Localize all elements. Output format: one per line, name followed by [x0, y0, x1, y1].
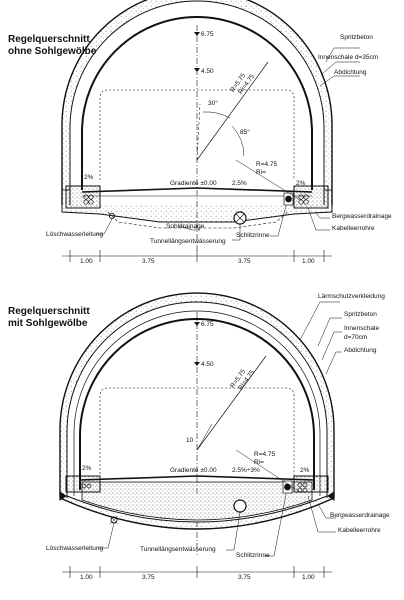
bottom-dim-1: 1.00 [80, 574, 93, 581]
bottom-label-slope-right: 2.5%÷3% [232, 467, 260, 474]
top-label-bergwasser: Bergwasserdrainage [332, 213, 392, 220]
top-leader-spritzbeton [325, 47, 360, 63]
top-dim-1: 1.00 [80, 258, 93, 265]
top-label-slope-right: 2.5% [232, 180, 247, 187]
bottom-label-slope-right-small: 2% [300, 467, 310, 474]
top-leader-innenschale [321, 61, 360, 75]
bottom-label-radius-small: R=4.75 [254, 451, 276, 458]
top-dim-4: 1.00 [302, 258, 315, 265]
bottom-road-surface [79, 475, 315, 481]
top-label-kabelleerrohre: Kabelleerrohre [332, 225, 375, 232]
bottom-label-tunnellaengs: Tunnellängsentwässerung [140, 546, 216, 553]
bottom-walkway-right [293, 475, 329, 493]
bottom-leader-laermschutz [299, 301, 340, 341]
top-clearance-profile [99, 89, 295, 180]
bottom-clearance-profile [99, 387, 295, 478]
top-label-loeschwasser: Löschwasserleitung [46, 231, 104, 238]
top-cable-ducts-left [83, 194, 94, 205]
bottom-label-radius-small2: Ri= [254, 459, 264, 466]
top-title-line2: ohne Sohlgewölbe [8, 46, 97, 57]
bottom-title-line2: mit Sohlgewölbe [8, 318, 88, 329]
top-label-spritzbeton: Spritzbeton [340, 34, 373, 41]
bottom-label-bergwasser: Bergwasserdrainage [330, 512, 390, 519]
bottom-cable-ducts-left [81, 483, 92, 489]
bottom-label-height-top: 6.75 [201, 321, 214, 328]
bottom-label-angle-10: 10 [186, 437, 194, 444]
top-label-tunnellaengs: Tunnellängsentwässerung [150, 238, 226, 245]
top-dimension-line [62, 250, 332, 262]
bottom-title-line1: Regelquerschnitt [8, 306, 90, 317]
bottom-label-slope-left-small: 2% [82, 465, 92, 472]
bottom-longitudinal-drain [233, 499, 247, 513]
top-label-slope-right-small: 2% [296, 180, 306, 187]
top-label-gradiente: Gradiente ±0.00 [170, 180, 217, 187]
top-label-angle-30: 30° [208, 100, 218, 107]
top-cable-ducts-right [283, 192, 309, 206]
top-dim-2: 3.75 [142, 258, 155, 265]
top-label-sohldrainage: Sohldrainage [166, 223, 205, 230]
bottom-section [59, 292, 342, 578]
bottom-dim-2: 3.75 [142, 574, 155, 581]
top-section [61, 0, 360, 262]
top-label-slope-left-small: 2% [84, 174, 94, 181]
bottom-label-kabelleerrohre: Kabelleerrohre [338, 527, 381, 534]
bottom-label-spritzbeton: Spritzbeton [344, 311, 377, 318]
top-label-schlitzrinne: Schlitzrinne [236, 232, 270, 239]
top-label-height-top: 6.75 [201, 31, 214, 38]
bottom-dim-3: 3.75 [238, 574, 251, 581]
bottom-label-loeschwasser: Löschwasserleitung [46, 545, 104, 552]
bottom-fill-concrete [81, 481, 313, 521]
bottom-label-gradiente: Gradiente ±0.00 [170, 467, 217, 474]
bottom-label-innenschale1: Innenschale [344, 325, 380, 332]
bottom-label-innenschale2: d=70cm [344, 334, 368, 341]
top-title-line1: Regelquerschnitt [8, 34, 90, 45]
bottom-leader-innenschale [321, 331, 342, 361]
bottom-leader-spritzbeton [317, 317, 342, 347]
bottom-dim-4: 1.00 [302, 574, 315, 581]
top-label-radius-small2: Ri= [256, 169, 266, 176]
bottom-leader-abdichtung [325, 351, 342, 375]
top-label-abdichtung: Abdichtung [334, 69, 367, 76]
top-label-angle-85: 85° [240, 129, 250, 136]
top-dim-3: 3.75 [238, 258, 251, 265]
bottom-label-schlitzrinne: Schlitzrinne [236, 552, 270, 559]
bottom-dimension-line [62, 566, 332, 578]
bottom-radius-line [196, 355, 267, 451]
top-leader-abdichtung [319, 75, 360, 87]
top-radius-line [196, 61, 269, 161]
bottom-label-abdichtung: Abdichtung [344, 347, 377, 354]
bottom-label-laermschutz: Lärmschutzverkleidung [318, 293, 385, 300]
top-label-innenschale: Innenschale d=35cm [318, 54, 379, 61]
top-label-height-mid: 4.50 [201, 68, 214, 75]
top-road-surface [81, 187, 313, 193]
top-walkway-left [65, 185, 101, 209]
top-label-radius-small: R=4.75 [256, 161, 278, 168]
top-fire-water-pipe [108, 212, 116, 220]
bottom-label-height-mid: 4.50 [201, 361, 214, 368]
top-foundation [61, 205, 333, 223]
